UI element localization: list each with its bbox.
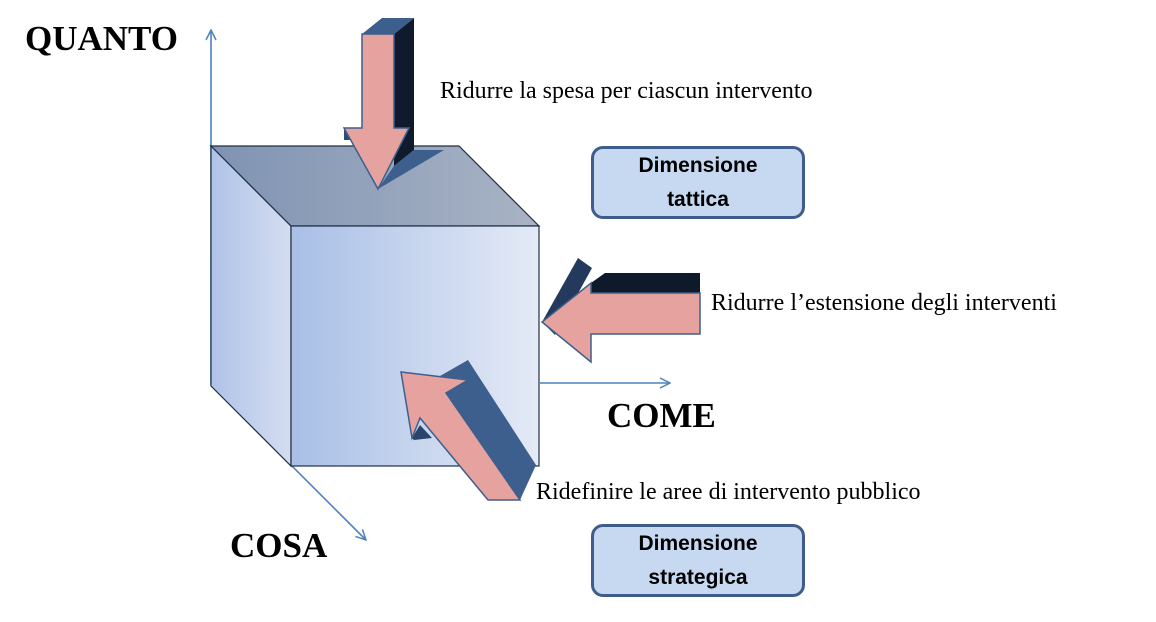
quanto-label: QUANTO (25, 19, 178, 58)
strategic-box-line1: Dimensione (638, 531, 758, 555)
strategic-box-line2: strategica (648, 565, 748, 589)
cosa-label: COSA (230, 526, 328, 565)
caption-redefine-areas: Ridefinire le aree di intervento pubblic… (536, 479, 921, 505)
tactical-box-line2: tattica (667, 187, 729, 211)
right-arrow (540, 258, 701, 364)
caption-reduce-extension: Ridurre l’estensione degli interventi (711, 290, 1057, 316)
bottom-arrow (400, 360, 536, 501)
come-label: COME (607, 396, 716, 435)
tactical-box-line1: Dimensione (638, 153, 758, 177)
strategic-dimension-box: Dimensione strategica (591, 524, 805, 597)
top-arrow (342, 18, 444, 191)
caption-reduce-spending: Ridurre la spesa per ciascun intervento (440, 78, 813, 104)
tactical-dimension-box: Dimensione tattica (591, 146, 805, 219)
